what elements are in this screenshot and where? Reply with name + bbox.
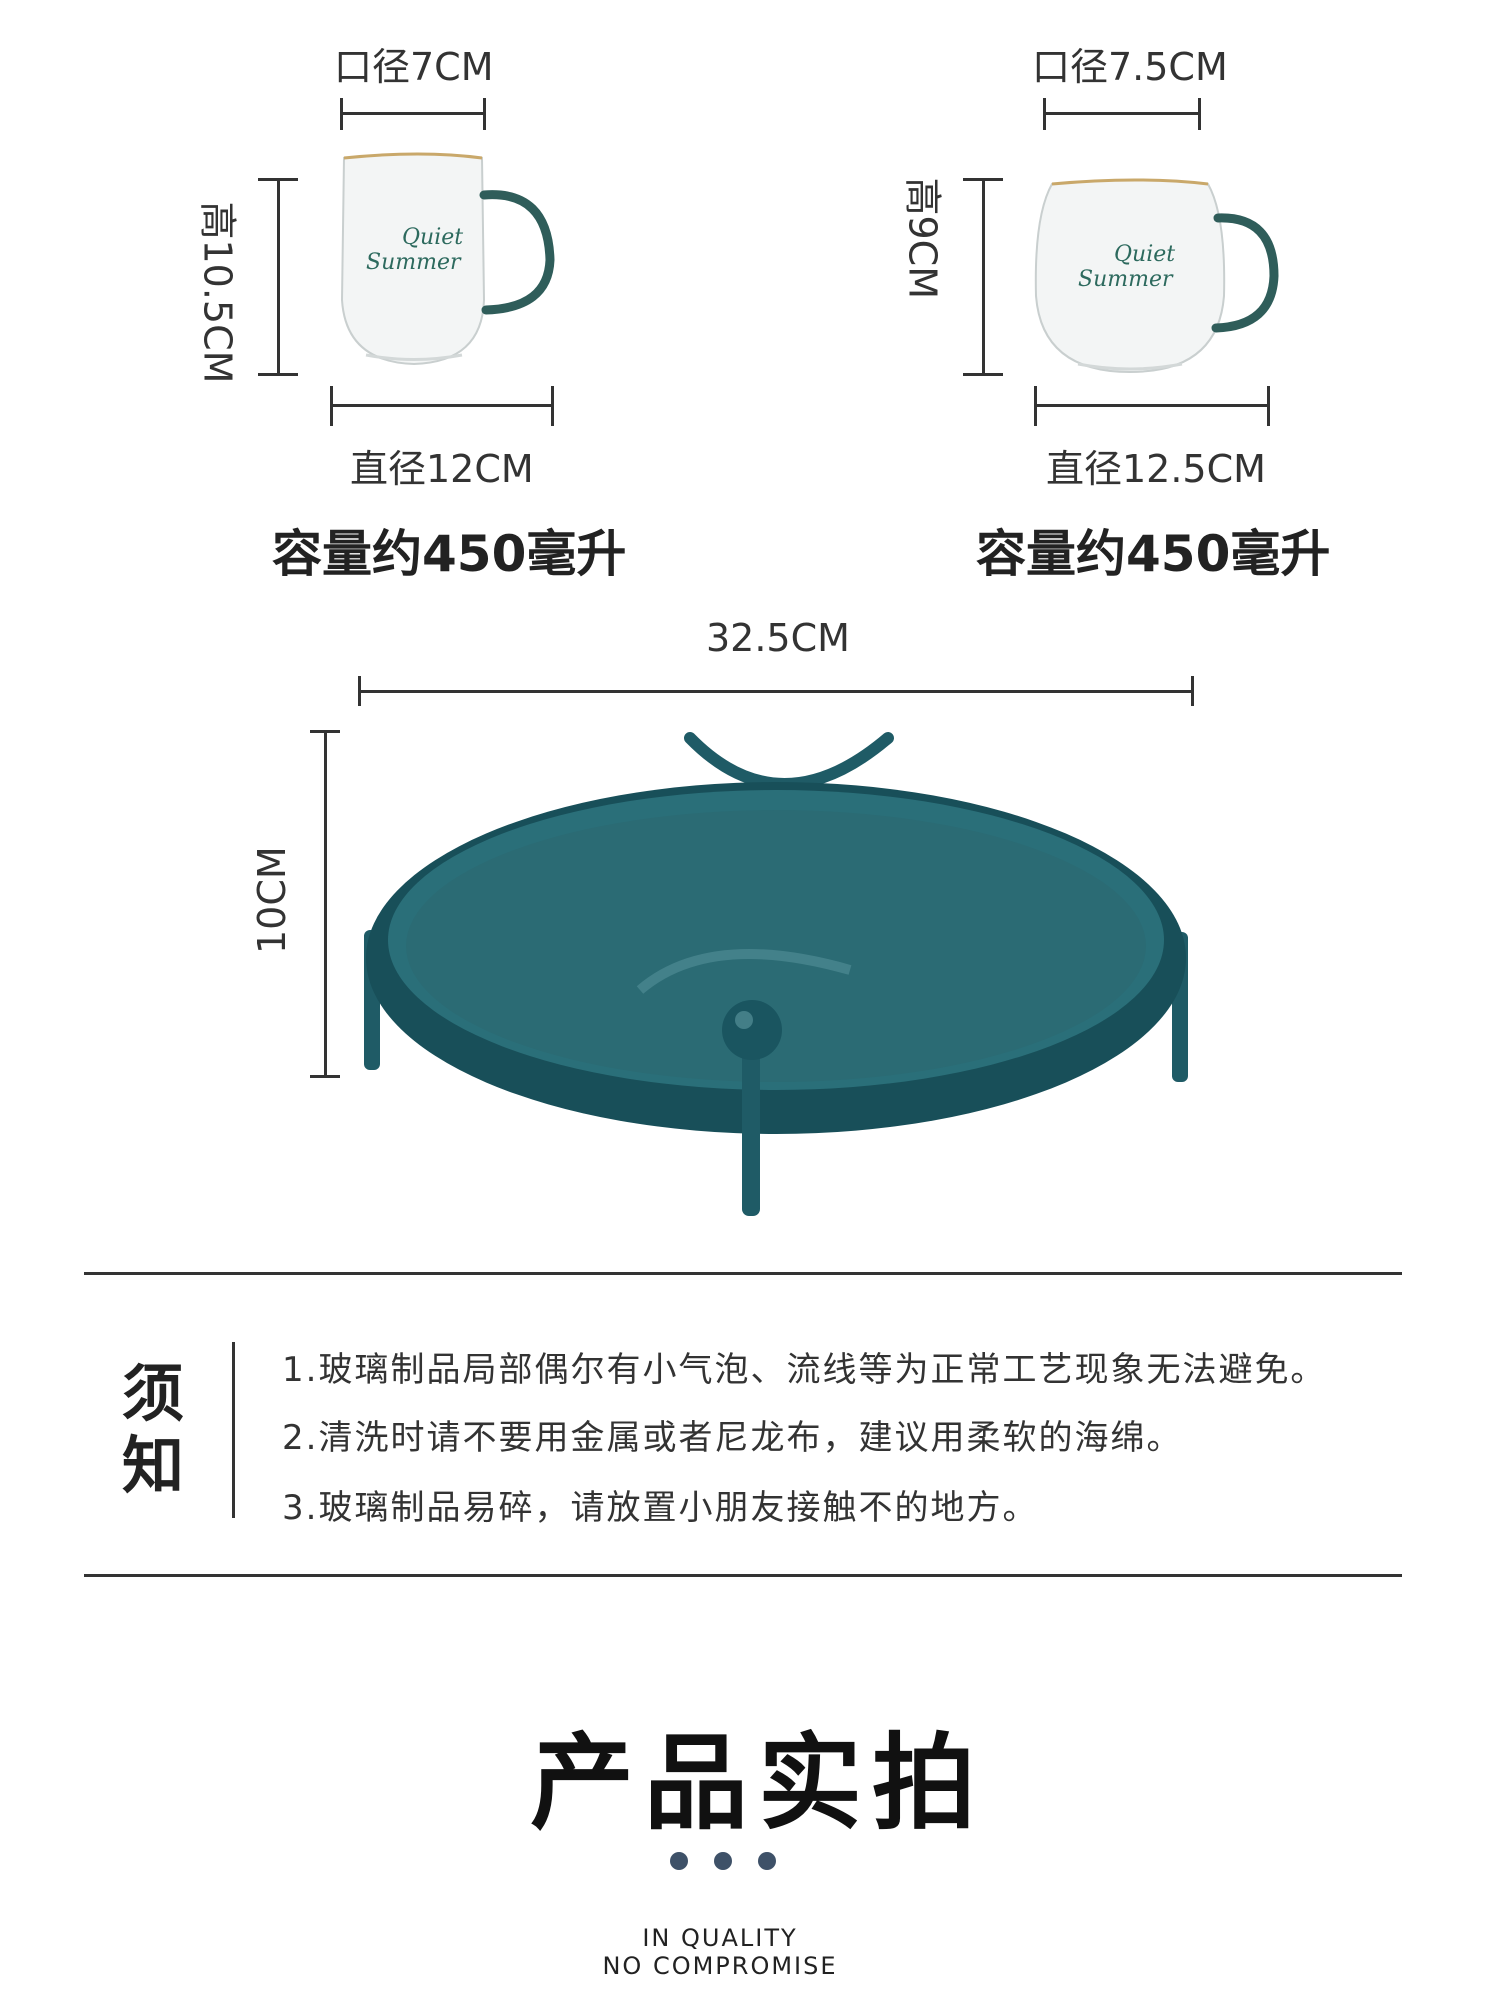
notice-title: 须知 (122, 1357, 185, 1502)
right-mug-rim (1051, 178, 1209, 186)
right-mug-handle (1211, 213, 1279, 333)
tray-height-dim-tick-t (310, 730, 340, 733)
tray-height-dim-tick-b (310, 1075, 340, 1078)
tray-leg-front (742, 1016, 760, 1216)
left-capacity-label: 容量约450毫升 (272, 525, 627, 583)
left-height-dim-tick-b (258, 373, 298, 376)
right-mug-image (1034, 178, 1279, 374)
left-diameter-dim-tick-l (330, 386, 333, 426)
right-logo-line1: Quiet (1114, 242, 1176, 267)
left-height-label: 高10.5CM (195, 201, 240, 384)
left-logo-line1: Quiet (402, 225, 464, 250)
right-mouth-label: 口径7.5CM (1032, 45, 1228, 89)
tray-width-dim-tick-l (358, 676, 361, 706)
notice-top-rule (84, 1272, 1402, 1275)
tagline-line2: NO COMPROMISE (602, 1952, 838, 1980)
left-mouth-dim-line (340, 112, 486, 115)
tray-height-dim-line (324, 730, 327, 1078)
decor-dot-1 (670, 1852, 688, 1870)
left-height-dim-tick-t (258, 178, 298, 181)
left-mouth-dim-tick-l (340, 98, 343, 130)
right-diameter-dim-tick-l (1034, 386, 1037, 426)
tray-image (364, 732, 1188, 1216)
notice-item-3: 3.玻璃制品易碎，请放置小朋友接触不的地方。 (282, 1488, 1039, 1528)
right-height-label: 高9CM (900, 177, 945, 300)
section-title: 产品实拍 (530, 1722, 987, 1844)
left-mouth-dim-tick-r (483, 98, 486, 130)
right-mouth-dim-tick-r (1198, 98, 1201, 130)
left-mug-handle (479, 190, 555, 315)
tray-width-dim-tick-r (1191, 676, 1194, 706)
left-diameter-dim-tick-r (551, 386, 554, 426)
decor-dot-2 (714, 1852, 732, 1870)
notice-bottom-rule (84, 1574, 1402, 1577)
right-height-dim-tick-t (963, 178, 1003, 181)
tray-width-label: 32.5CM (706, 616, 850, 660)
right-logo-line2: Summer (1078, 267, 1173, 292)
right-mug-logo: Quiet Summer (1078, 242, 1198, 292)
left-mug-rim (343, 152, 483, 160)
left-mug-logo: Quiet Summer (366, 225, 476, 275)
right-height-dim-tick-b (963, 373, 1003, 376)
right-diameter-label: 直径12.5CM (1046, 447, 1266, 491)
notice-divider (232, 1342, 235, 1518)
left-mug-image (340, 152, 555, 366)
left-diameter-dim-line (330, 404, 554, 407)
notice-item-1: 1.玻璃制品局部偶尔有小气泡、流线等为正常工艺现象无法避免。 (282, 1350, 1327, 1390)
right-height-dim-line (982, 178, 985, 376)
tagline-line1: IN QUALITY (642, 1924, 798, 1952)
right-diameter-dim-tick-r (1267, 386, 1270, 426)
right-diameter-dim-line (1034, 404, 1270, 407)
left-mouth-label: 口径7CM (334, 45, 494, 89)
right-capacity-label: 容量约450毫升 (976, 525, 1331, 583)
notice-item-2: 2.清洗时请不要用金属或者尼龙布，建议用柔软的海绵。 (282, 1418, 1183, 1458)
tray-front-knob (722, 1000, 782, 1060)
left-diameter-label: 直径12CM (350, 447, 534, 491)
tray-height-label: 10CM (250, 846, 294, 954)
left-height-dim-line (277, 178, 280, 376)
tray-width-dim-line (358, 690, 1194, 693)
left-logo-line2: Summer (366, 250, 461, 275)
right-mouth-dim-tick-l (1043, 98, 1046, 130)
decor-dot-3 (758, 1852, 776, 1870)
right-mouth-dim-line (1043, 112, 1201, 115)
tray-handle (684, 732, 894, 790)
tagline: IN QUALITY NO COMPROMISE (550, 1924, 890, 1980)
